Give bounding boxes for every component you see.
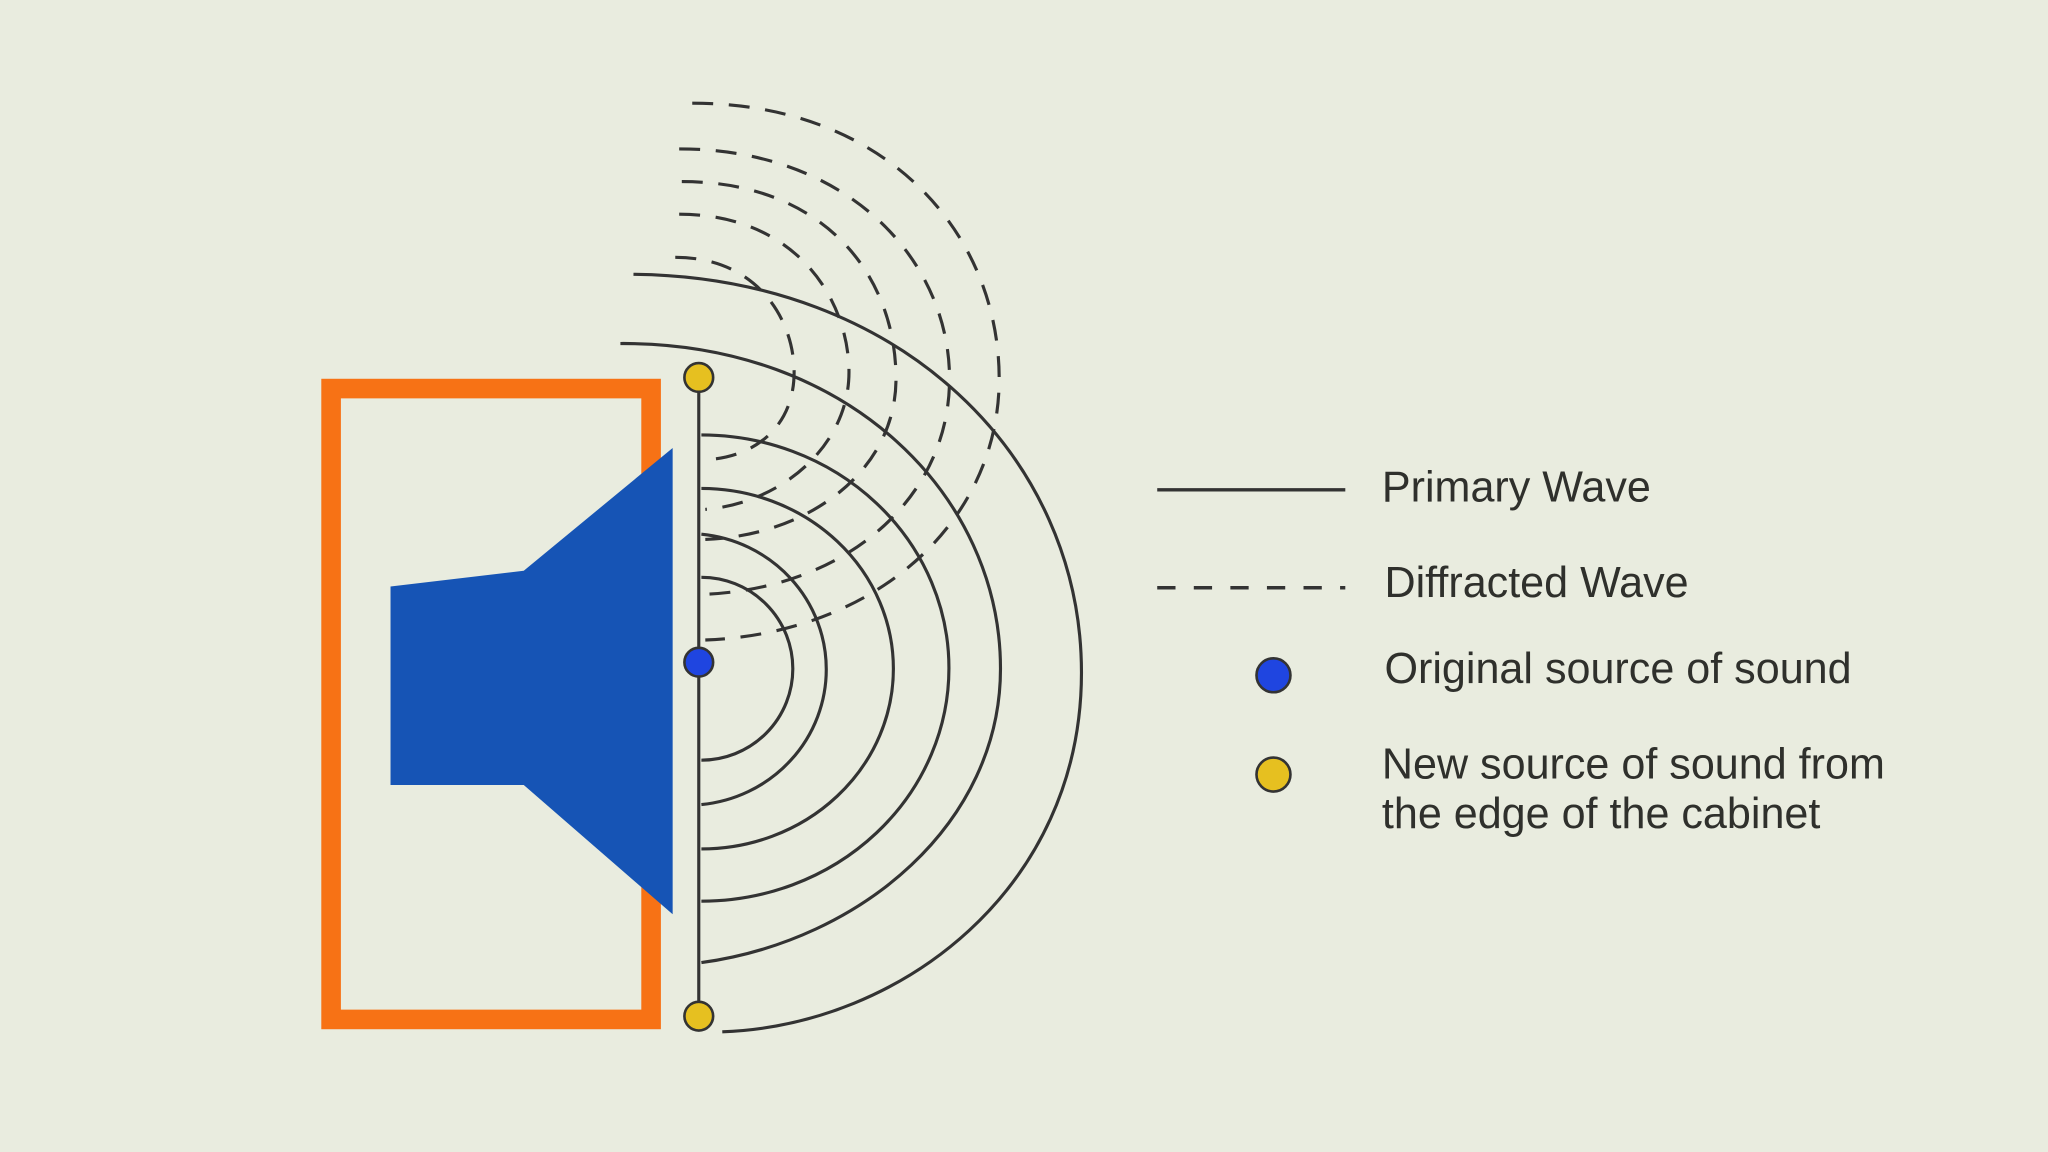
- legend-new-source-line1: New source of sound from: [1382, 740, 1885, 788]
- legend: Primary Wave Diffracted Wave Original so…: [1157, 464, 1885, 838]
- primary-wave-arc: [701, 532, 828, 807]
- diffracted-wave-arc: [692, 101, 1001, 642]
- primary-wave-arc: [701, 486, 895, 851]
- diffracted-waves: [675, 101, 1001, 642]
- new-source-dot-bottom: [683, 1000, 715, 1032]
- diffracted-wave-arc: [681, 179, 898, 541]
- primary-wave-arc: [701, 433, 951, 903]
- primary-waves: [620, 272, 1084, 1034]
- diffracted-wave-arc: [679, 212, 851, 511]
- diffracted-wave-arc: [679, 147, 952, 596]
- diffracted-wave-arc: [675, 255, 796, 462]
- primary-wave-arc: [620, 341, 1003, 965]
- legend-yellow-dot: [1255, 756, 1292, 793]
- legend-original-source: Original source of sound: [1384, 645, 1851, 693]
- speaker-icon: [390, 448, 673, 915]
- legend-diffracted-wave: Diffracted Wave: [1384, 559, 1688, 607]
- original-source-dot: [683, 646, 715, 678]
- legend-blue-dot: [1255, 656, 1292, 694]
- legend-primary-wave: Primary Wave: [1382, 464, 1651, 512]
- primary-wave-arc: [701, 575, 795, 762]
- new-source-dot-top: [683, 361, 715, 394]
- primary-wave-arc: [633, 272, 1084, 1034]
- legend-new-source-line2: the edge of the cabinet: [1382, 790, 1820, 838]
